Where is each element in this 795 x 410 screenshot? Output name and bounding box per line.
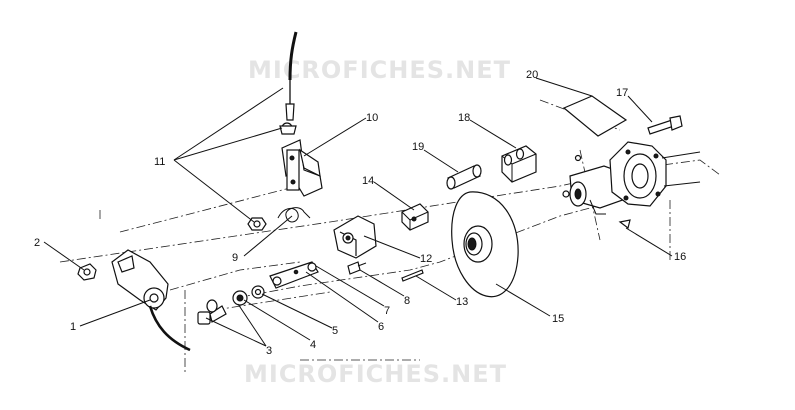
callout-7: 7 (384, 305, 390, 317)
callout-19: 19 (412, 141, 424, 153)
part-13-pin (401, 269, 424, 282)
small-set-screw (574, 154, 582, 162)
part-20-decal (562, 95, 628, 137)
part-12-cam-block (333, 215, 377, 259)
part-6-link-arm (269, 261, 319, 289)
part-19-roller-sleeve (446, 164, 482, 190)
callout-15: 15 (552, 313, 564, 325)
part-10-bracket (281, 139, 323, 197)
part-18-double-bushing (501, 145, 537, 183)
callout-10: 10 (366, 112, 378, 124)
callout-1: 1 (70, 321, 76, 333)
callout-8: 8 (404, 295, 410, 307)
part-16-hub-assembly (562, 141, 701, 230)
watermark-bottom: MICROFICHES.NET (244, 360, 507, 388)
part-14-bushing-block (401, 203, 429, 231)
watermark-top: MICROFICHES.NET (248, 56, 511, 84)
callout-13: 13 (456, 296, 468, 308)
part-5-bushing (251, 285, 265, 299)
callout-16: 16 (674, 251, 686, 263)
callout-12: 12 (420, 253, 432, 265)
part-1-lever-plate (111, 249, 191, 352)
part-9-spring (277, 207, 311, 223)
callout-6: 6 (378, 321, 384, 333)
callout-11: 11 (154, 156, 165, 168)
throttle-cable (279, 31, 298, 135)
callout-17: 17 (616, 87, 628, 99)
part-15-sheave-disc (451, 191, 519, 298)
part-4-washer (232, 290, 248, 306)
callout-2: 2 (34, 237, 40, 249)
callout-9: 9 (232, 252, 238, 264)
part-2-nut (77, 263, 97, 281)
callout-18: 18 (458, 112, 470, 124)
callout-20: 20 (526, 69, 538, 81)
part-3-bolt (197, 299, 227, 325)
leader-lines (43, 77, 673, 347)
callout-4: 4 (310, 339, 316, 351)
callout-labels: 1 2 3 4 5 6 7 8 9 10 11 12 13 14 15 16 1… (34, 69, 686, 357)
assembly-centerlines (59, 99, 721, 372)
callout-3: 3 (266, 345, 272, 357)
callout-5: 5 (332, 325, 338, 337)
callout-14: 14 (362, 175, 374, 187)
part-17-bolt (647, 115, 683, 135)
